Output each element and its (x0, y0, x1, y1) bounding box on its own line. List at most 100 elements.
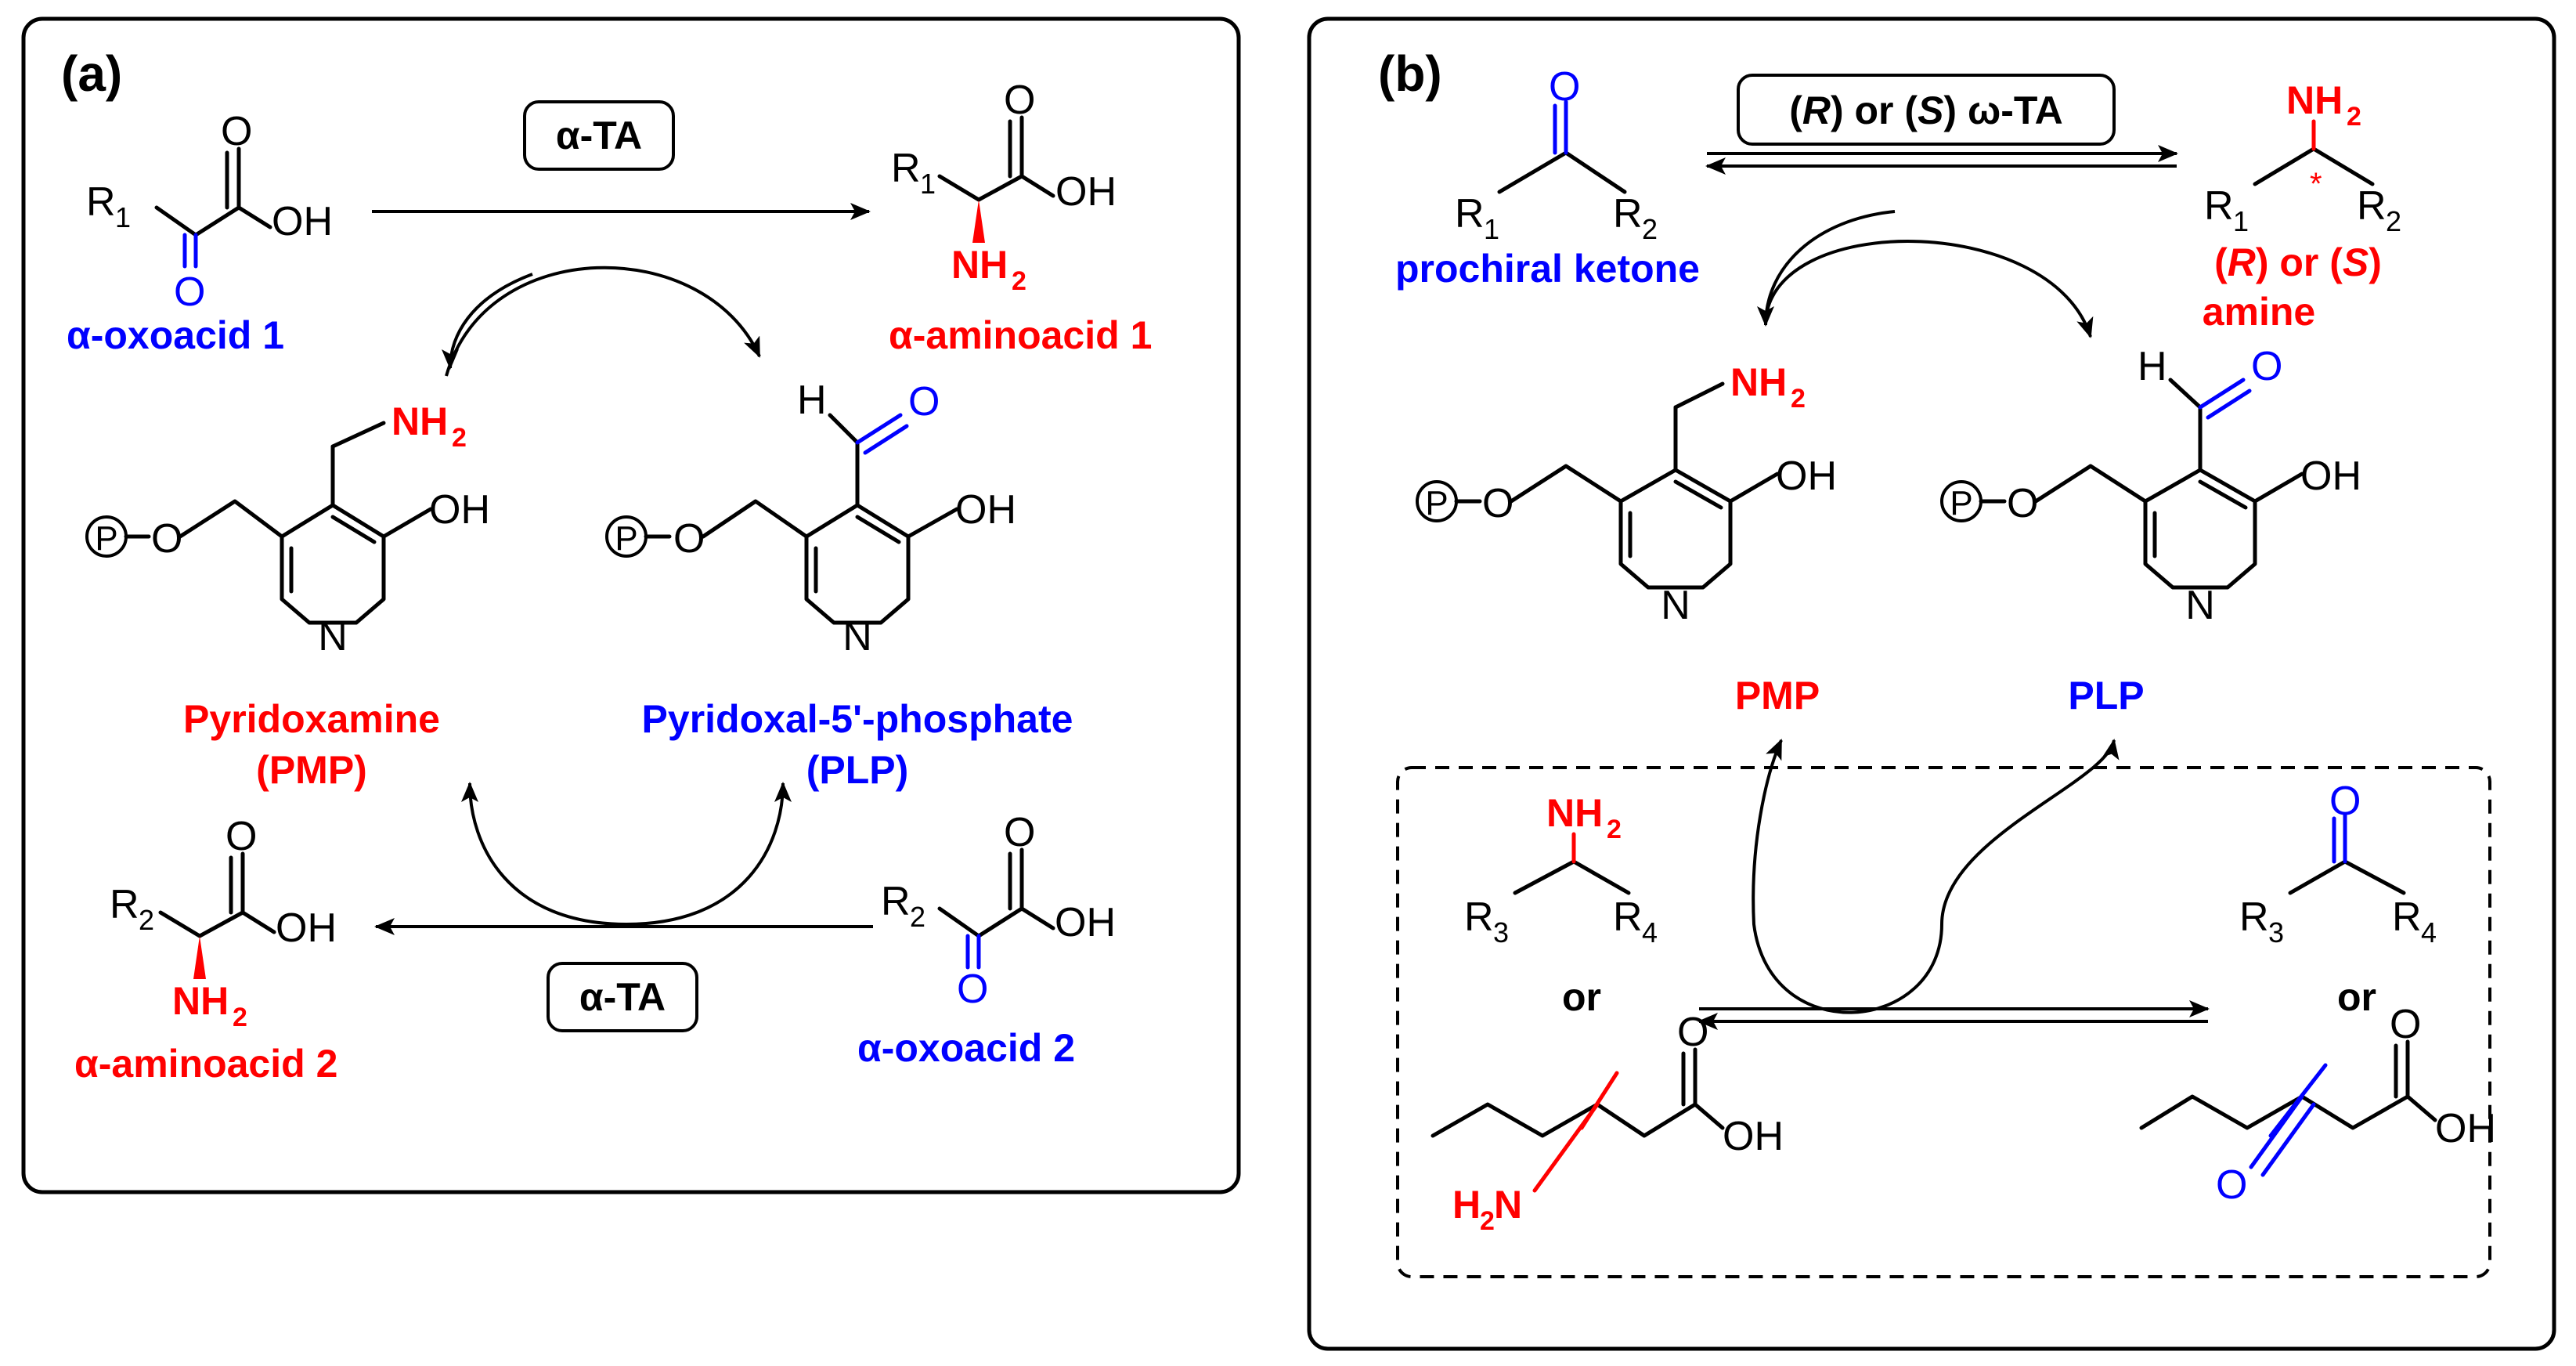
cofactor-cycle-b (1752, 739, 1943, 1014)
svg-text:2: 2 (1642, 213, 1658, 245)
svg-text:NH: NH (172, 979, 229, 1023)
svg-text:N: N (1494, 1183, 1522, 1227)
svg-text:R: R (2204, 183, 2234, 229)
pmp-structure-b: P O OH N NH 2 (1416, 360, 1837, 628)
svg-text:O: O (673, 516, 705, 562)
cofactor-arc-b-top (1764, 240, 2094, 338)
svg-text:H: H (797, 378, 827, 423)
panel-a-label: (a) (61, 45, 122, 102)
svg-text:OH: OH (955, 487, 1016, 533)
svg-text:O: O (2007, 481, 2038, 526)
svg-text:P: P (1425, 484, 1448, 522)
svg-text:OH: OH (1776, 454, 1837, 499)
svg-text:O: O (957, 967, 988, 1012)
svg-text:R: R (2239, 894, 2269, 940)
plp-abbr-a: (PLP) (806, 748, 909, 792)
svg-text:3: 3 (1493, 916, 1509, 949)
svg-text:1: 1 (2233, 205, 2249, 237)
svg-text:2: 2 (910, 901, 925, 933)
plp-label-b: PLP (2068, 674, 2144, 717)
oxoacid-1-label: α-oxoacid 1 (67, 313, 284, 357)
aminoacid-2-label: α-aminoacid 2 (74, 1042, 337, 1086)
enzyme-box-top (523, 100, 675, 171)
enzyme-box-b (1737, 74, 2116, 146)
aminoacid-2-structure: R 2 O OH NH 2 (110, 814, 337, 1032)
oxoacid-2-structure: R 2 O OH O (881, 810, 1116, 1012)
svg-text:O: O (2216, 1162, 2247, 1208)
svg-text:O: O (1549, 64, 1580, 110)
svg-text:3: 3 (2268, 916, 2284, 949)
svg-text:P: P (95, 519, 117, 558)
svg-text:N: N (318, 614, 348, 660)
aminoacid-1-label: α-aminoacid 1 (889, 313, 1152, 357)
svg-text:2: 2 (1607, 815, 1622, 844)
svg-text:O: O (174, 269, 205, 315)
svg-text:*: * (2310, 167, 2322, 201)
svg-text:OH: OH (1055, 900, 1116, 945)
svg-text:1: 1 (1484, 213, 1499, 245)
svg-text:R: R (2392, 894, 2422, 940)
pmp-name-a: Pyridoxamine (183, 697, 440, 741)
svg-text:O: O (1004, 78, 1035, 123)
svg-text:2: 2 (233, 1003, 247, 1032)
svg-text:R: R (891, 146, 921, 191)
svg-text:R: R (1613, 894, 1643, 940)
plp-name-a: Pyridoxal-5'-phosphate (642, 697, 1073, 741)
svg-text:2: 2 (2386, 205, 2401, 237)
panel-b-frame (1307, 16, 2556, 1351)
pmp-label-b: PMP (1735, 674, 1820, 717)
plp-structure-b: P O H O OH N (1940, 344, 2361, 628)
panel-a-frame (21, 16, 1241, 1194)
svg-text:O: O (225, 814, 257, 859)
chiral-amine-label-line1: (R) or (S) (2214, 240, 2382, 284)
svg-text:OH: OH (429, 487, 490, 533)
svg-text:NH: NH (1546, 791, 1603, 835)
svg-text:2: 2 (139, 904, 154, 936)
svg-text:2: 2 (452, 423, 467, 453)
svg-text:O: O (1004, 810, 1035, 855)
svg-text:R: R (1464, 894, 1494, 940)
svg-text:R: R (1455, 191, 1485, 237)
prochiral-ketone-structure: O R 1 R 2 (1455, 64, 1658, 245)
svg-text:P: P (615, 519, 637, 558)
svg-text:OH: OH (276, 905, 337, 951)
svg-text:O: O (221, 109, 252, 154)
enzyme-box-bottom (547, 962, 698, 1032)
svg-text:O: O (151, 516, 182, 562)
panel-b-label: (b) (1378, 45, 1442, 102)
svg-text:NH: NH (2286, 78, 2343, 122)
svg-text:2: 2 (1480, 1206, 1495, 1236)
svg-text:OH: OH (1055, 169, 1117, 215)
svg-text:P: P (1950, 484, 1972, 522)
svg-text:NH: NH (1730, 360, 1787, 404)
svg-text:O: O (2251, 344, 2282, 389)
prochiral-ketone-label: prochiral ketone (1395, 247, 1700, 291)
svg-text:R: R (881, 879, 911, 924)
plp-structure-a: P O H O OH N (605, 378, 1016, 660)
cofactor-arc-bottom (461, 782, 627, 926)
chiral-amine-label-line2: amine (2203, 290, 2316, 334)
svg-text:OH: OH (2300, 454, 2361, 499)
enzyme-label-bottom: α-TA (579, 975, 666, 1019)
svg-text:4: 4 (2421, 916, 2437, 949)
svg-text:OH: OH (2435, 1106, 2496, 1151)
svg-text:R: R (2357, 183, 2387, 229)
chiral-amine-structure: NH 2 * R 1 R 2 (2204, 78, 2401, 237)
enzyme-label-b: (R) or (S) ω-TA (1789, 89, 2063, 132)
oxoacid-2-label: α-oxoacid 2 (857, 1026, 1075, 1070)
svg-text:1: 1 (920, 168, 936, 200)
svg-text:H: H (2138, 344, 2167, 389)
svg-text:R: R (1613, 191, 1643, 237)
svg-text:R: R (86, 179, 116, 225)
svg-text:N: N (2185, 583, 2215, 628)
svg-text:O: O (1677, 1010, 1708, 1055)
svg-text:2: 2 (1791, 384, 1806, 414)
enzyme-label-top: α-TA (556, 114, 642, 157)
oxoacid-1-structure: R 1 O OH O (86, 109, 333, 315)
or-left: or (1562, 975, 1601, 1019)
keto-acid-product-structure: O OH O (2139, 1002, 2496, 1208)
ketone-product-structure: O R 3 R 4 (2239, 779, 2437, 949)
aminoacid-1-structure: R 1 O OH NH 2 (891, 78, 1117, 296)
svg-text:1: 1 (115, 201, 131, 233)
